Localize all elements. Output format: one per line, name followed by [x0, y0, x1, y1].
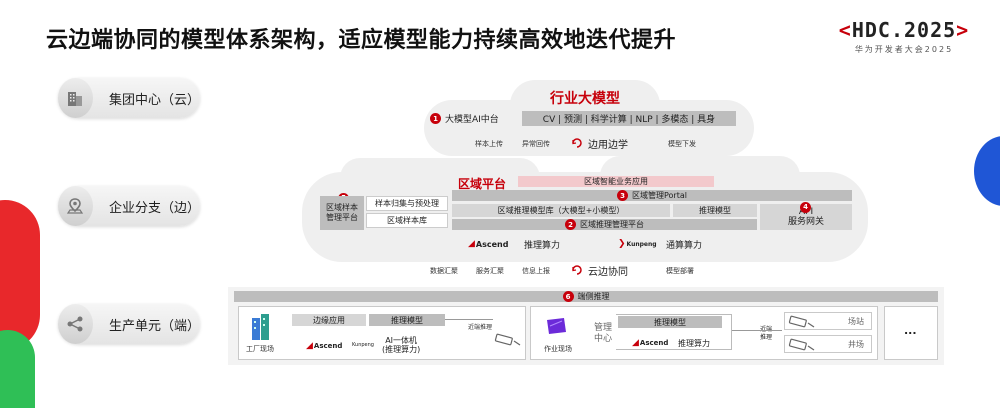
ascend-compute-label: 推理算力 — [524, 241, 561, 251]
decor-blue-blob — [974, 136, 1000, 206]
camera-icon — [788, 337, 816, 356]
tier-pill-end: 生产单元（端） — [58, 304, 200, 344]
sample-platform-label: 区域样本管理平台 — [320, 196, 364, 230]
kunpeng-compute-label: 通算算力 — [666, 241, 703, 251]
more-block — [884, 306, 938, 360]
factory-site-label: 工厂现场 — [246, 345, 274, 353]
ascend-brand: ◢Ascend — [468, 239, 509, 249]
flow-label-learn-while-using: 边用边学 — [588, 140, 628, 151]
flow-label-model-deploy-down: 模型下发 — [668, 140, 696, 148]
step-badge: 4 — [800, 201, 811, 213]
operation-site-icon — [544, 316, 568, 336]
flow-label-cloud-edge-collab: 云边协同 — [588, 267, 628, 278]
ai-capabilities-bar: CV | 预测 | 科学计算 | NLP | 多模态 | 具身 — [522, 111, 736, 126]
target-station-box — [784, 312, 872, 330]
factory-connector-line — [445, 319, 493, 320]
ai-platform-label-box: 1 大模型AI中台 — [430, 111, 522, 126]
tier-label: 企业分支（边） — [108, 200, 200, 216]
factory-near-inference-label: 近端推理 — [468, 324, 493, 331]
api-gateway-number: 4 — [800, 194, 815, 213]
flow-label-info-report: 信息上报 — [522, 267, 550, 275]
tier-pill-edge: 企业分支（边） — [58, 186, 200, 226]
tier-label: 生产单元（端） — [108, 318, 200, 334]
sample-collection-item: 样本归集与预处理 — [366, 196, 448, 211]
factory-building-icon — [250, 312, 272, 340]
operation-inference-model-bar: 推理模型 — [618, 316, 722, 328]
inference-model-bar: 推理模型 — [673, 204, 757, 217]
camera-icon — [788, 314, 816, 333]
target-station-label: 场站 — [848, 317, 864, 326]
logo-text: HDC.2025 — [851, 18, 957, 42]
step-badge: 2 — [565, 219, 576, 230]
target-well-box — [784, 335, 872, 353]
mgmt-center-label: 管理 中心 — [594, 323, 613, 344]
flow-label-service-aggregation: 服务汇聚 — [476, 267, 504, 275]
kunpeng-brand: ❯Kunpeng — [618, 239, 657, 249]
cycle-arrow-icon — [570, 262, 584, 276]
more-ellipsis: ... — [904, 324, 917, 337]
factory-kunpeng-brand: Kunpeng — [352, 342, 374, 348]
operation-near-inference-label: 近端 推理 — [760, 326, 773, 341]
kunpeng-logo-icon: ❯ — [618, 239, 626, 249]
camera-icon — [494, 332, 522, 351]
ascend-logo-icon: ◢ — [632, 338, 639, 348]
logo-bracket-right: > — [956, 18, 970, 42]
factory-inference-model-bar: 推理模型 — [369, 314, 445, 326]
location-pin-icon — [58, 186, 93, 226]
hdc-logo: <HDC.2025> 华为开发者大会2025 — [834, 18, 974, 55]
step-badge: 1 — [430, 113, 441, 124]
flow-label-sample-upload: 样本上传 — [475, 140, 503, 148]
cloud-tier-title: 行业大模型 — [550, 91, 620, 107]
service-gateway-label: 服务网关 — [787, 217, 824, 227]
page-title: 云边端协同的模型体系架构，适应模型能力持续高效地迭代提升 — [46, 28, 677, 53]
share-nodes-icon — [58, 304, 93, 344]
step-badge: 3 — [617, 190, 628, 201]
tier-pill-cloud: 集团中心（云） — [58, 78, 200, 118]
flow-label-data-aggregation: 数据汇聚 — [430, 267, 458, 275]
regional-sample-library-item: 区域样本库 — [366, 213, 448, 228]
end-inference-label: 端侧推理 — [577, 292, 610, 301]
mgmt-center-bracket — [616, 314, 732, 350]
regional-portal-bar: 3 区域管理Portal — [452, 190, 852, 201]
ascend-logo-icon: ◢ — [468, 239, 475, 249]
edge-tier-title: 区域平台 — [458, 177, 507, 191]
operation-compute-label: 推理算力 — [678, 339, 710, 348]
factory-ascend-brand: ◢Ascend — [306, 341, 343, 351]
ai-all-in-one-label: AI一体机 (推理算力) — [382, 336, 421, 354]
ascend-logo-icon: ◢ — [306, 341, 313, 351]
building-icon — [58, 78, 93, 118]
decor-green-blob — [0, 330, 35, 408]
operation-site-label: 作业现场 — [544, 345, 572, 353]
regional-app-bar: 区域智能业务应用 — [518, 176, 714, 187]
edge-app-bar: 边缘应用 — [292, 314, 366, 326]
end-inference-header: 6 端侧推理 — [234, 291, 938, 302]
target-well-label: 井场 — [848, 340, 864, 349]
logo-bracket-left: < — [838, 18, 852, 42]
inference-mgmt-label: 区域推理管理平台 — [580, 220, 644, 229]
ai-platform-row: 1 大模型AI中台 CV | 预测 | 科学计算 | NLP | 多模态 | 具… — [430, 111, 736, 126]
flow-label-exception-return: 异常回传 — [522, 140, 550, 148]
logo-subtitle: 华为开发者大会2025 — [854, 45, 954, 54]
model-library-bar: 区域推理模型库（大模型+小模型） — [452, 204, 670, 217]
step-badge: 6 — [562, 291, 574, 302]
decor-red-blob — [0, 200, 40, 350]
operation-connector-line — [732, 330, 782, 331]
flow-label-model-deploy: 模型部署 — [666, 267, 694, 275]
ai-platform-label: 大模型AI中台 — [445, 115, 499, 125]
cycle-arrow-icon — [570, 135, 584, 149]
regional-portal-label: 区域管理Portal — [632, 191, 687, 200]
operation-ascend-brand: ◢Ascend — [632, 338, 669, 348]
inference-mgmt-bar: 2 区域推理管理平台 — [452, 219, 757, 230]
tier-label: 集团中心（云） — [108, 92, 200, 108]
